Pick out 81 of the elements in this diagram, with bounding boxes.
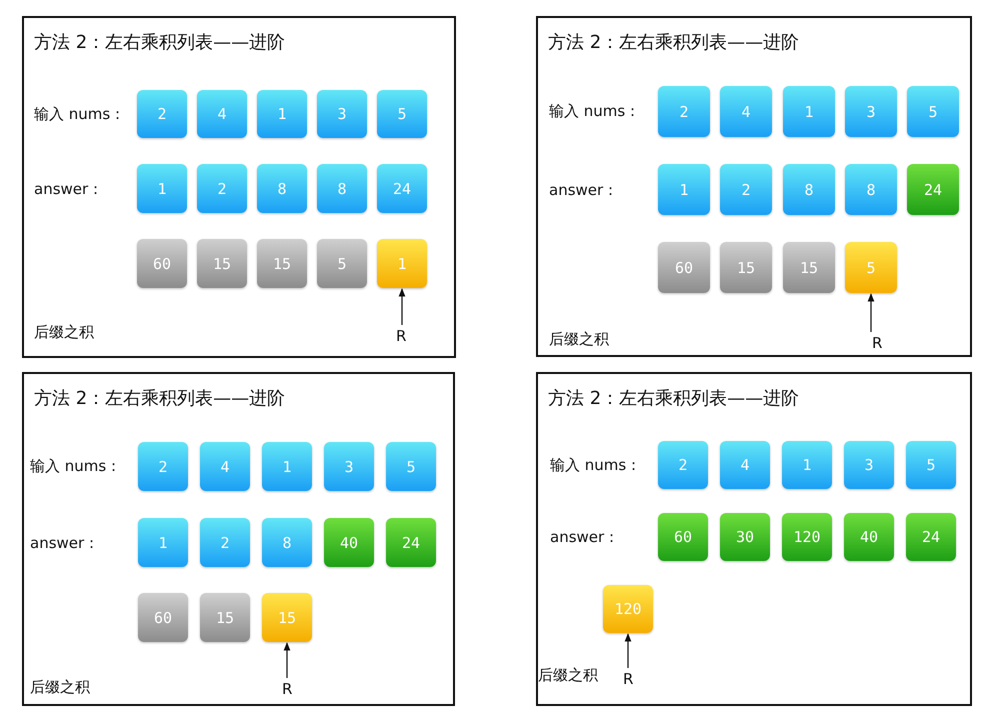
value-tile: 3 <box>317 90 367 138</box>
value-tile: 15 <box>257 239 307 288</box>
value-tile: 15 <box>200 593 250 642</box>
row-label: 后缀之积 <box>34 323 94 341</box>
value-tile: 2 <box>197 164 247 213</box>
pointer-label: R <box>623 670 634 688</box>
value-tile: 8 <box>262 518 312 567</box>
row-label: 输入 nums : <box>34 105 120 123</box>
diagram-panel <box>22 372 455 706</box>
row-label: 输入 nums : <box>549 102 636 120</box>
value-tile: 5 <box>906 441 956 489</box>
value-tile: 5 <box>845 242 897 293</box>
value-tile: 24 <box>377 164 427 213</box>
row-label: answer : <box>34 180 98 198</box>
value-tile: 5 <box>907 86 959 137</box>
value-tile: 1 <box>658 164 710 215</box>
value-tile: 30 <box>720 513 770 561</box>
arrow <box>398 288 406 325</box>
value-tile: 120 <box>603 585 653 633</box>
panel-title: 方法 2：左右乘积列表——进阶 <box>548 387 800 410</box>
value-tile: 2 <box>138 442 188 491</box>
value-tile: 40 <box>844 513 894 561</box>
row-label: answer : <box>549 181 613 199</box>
pointer-label: R <box>282 680 292 698</box>
pointer-label: R <box>396 327 406 345</box>
value-tile: 24 <box>906 513 956 561</box>
value-tile: 1 <box>782 441 832 489</box>
value-tile: 3 <box>324 442 374 491</box>
diagram-panel <box>536 372 972 706</box>
value-tile: 2 <box>200 518 250 567</box>
value-tile: 5 <box>386 442 436 491</box>
panel-title: 方法 2：左右乘积列表——进阶 <box>34 387 286 410</box>
value-tile: 15 <box>262 593 312 642</box>
value-tile: 60 <box>138 593 188 642</box>
value-tile: 24 <box>386 518 436 567</box>
row-label: answer : <box>550 528 614 546</box>
value-tile: 4 <box>720 86 772 137</box>
value-tile: 120 <box>782 513 832 561</box>
value-tile: 1 <box>137 164 187 213</box>
value-tile: 5 <box>317 239 367 288</box>
diagram-panel <box>536 16 972 357</box>
value-tile: 8 <box>317 164 367 213</box>
arrow <box>868 293 874 332</box>
value-tile: 1 <box>257 90 307 138</box>
value-tile: 2 <box>658 86 710 137</box>
value-tile: 4 <box>200 442 250 491</box>
row-label: 后缀之积 <box>538 666 598 684</box>
value-tile: 4 <box>720 441 770 489</box>
value-tile: 15 <box>197 239 247 288</box>
row-label: answer : <box>30 534 94 552</box>
row-label: 后缀之积 <box>30 678 90 696</box>
value-tile: 60 <box>658 513 708 561</box>
value-tile: 8 <box>845 164 897 215</box>
panel-title: 方法 2：左右乘积列表——进阶 <box>548 31 800 54</box>
value-tile: 3 <box>844 441 894 489</box>
value-tile: 1 <box>262 442 312 491</box>
panel-title: 方法 2：左右乘积列表——进阶 <box>34 31 286 54</box>
value-tile: 8 <box>257 164 307 213</box>
value-tile: 40 <box>324 518 374 567</box>
row-label: 输入 nums : <box>550 456 636 474</box>
row-label: 输入 nums : <box>30 457 116 475</box>
value-tile: 3 <box>845 86 897 137</box>
arrow <box>284 642 290 678</box>
value-tile: 15 <box>783 242 835 293</box>
row-label: 后缀之积 <box>549 330 609 348</box>
value-tile: 4 <box>197 90 247 138</box>
value-tile: 15 <box>720 242 772 293</box>
value-tile: 8 <box>783 164 835 215</box>
value-tile: 2 <box>720 164 772 215</box>
value-tile: 1 <box>783 86 835 137</box>
value-tile: 1 <box>377 239 427 288</box>
value-tile: 24 <box>907 164 959 215</box>
pointer-label: R <box>872 334 882 352</box>
value-tile: 5 <box>377 90 427 138</box>
value-tile: 2 <box>658 441 708 489</box>
diagram-panel <box>22 16 456 358</box>
arrow <box>624 633 632 668</box>
value-tile: 60 <box>658 242 710 293</box>
value-tile: 60 <box>137 239 187 288</box>
value-tile: 2 <box>137 90 187 138</box>
value-tile: 1 <box>138 518 188 567</box>
